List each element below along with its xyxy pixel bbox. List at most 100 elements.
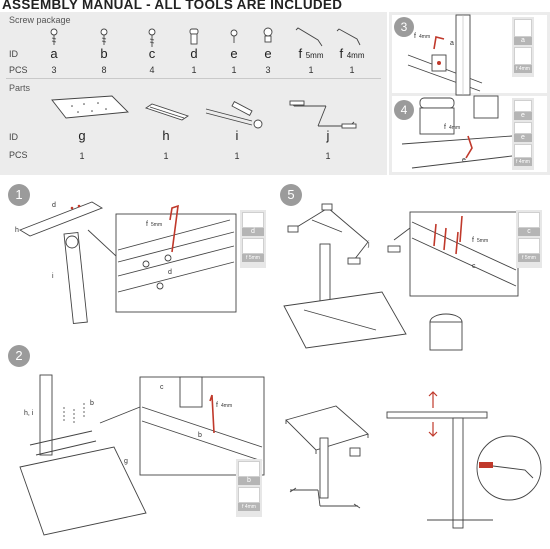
screw-e2-icon: [263, 27, 273, 43]
screw-id: e: [230, 46, 238, 61]
screw-id: f 5mm: [298, 46, 323, 61]
step-5-badge: 5: [280, 184, 302, 206]
screw-id: e: [264, 46, 272, 61]
step-1-badge: 1: [8, 184, 30, 206]
toolbox-allen-key-icon: [518, 238, 540, 254]
part-id: i: [235, 128, 239, 143]
toolbox-f-tag: f 5mm: [242, 254, 264, 262]
toolbox-screw-e-icon: [514, 100, 532, 112]
step-1-card: 1 d h i f 5mm d d f 5mm: [0, 180, 273, 340]
screw-id-size: 4mm: [346, 51, 365, 60]
step-2-drawing: h, i b g c f 4mm b: [19, 374, 265, 536]
toolbox-e-tag: e: [514, 112, 532, 120]
toolbox-allen-key-icon: [238, 487, 260, 503]
screw-pcs: 3: [265, 65, 271, 75]
toolbox-allen-key-icon: [514, 47, 532, 65]
height-adjust-card: [383, 378, 550, 549]
step-5-drawing: j f 5mm c: [283, 203, 519, 351]
part-id: h: [162, 128, 170, 143]
toolbox-d-tag: d: [242, 228, 264, 236]
base-frame-j-icon: [289, 100, 357, 129]
page-title: ASSEMBLY MANUAL - ALL TOOLS ARE INCLUDED: [2, 0, 343, 12]
step-3-f-label: f: [414, 33, 416, 40]
screw-a-icon: [50, 28, 58, 45]
screw-package-label: Screw package: [9, 15, 71, 25]
toolbox-f-tag: f 4mm: [238, 503, 260, 511]
step-5-c-label: c: [472, 263, 476, 270]
part-pcs: 1: [325, 151, 331, 161]
step-1-d-label: d: [52, 202, 56, 209]
screw-pcs: 1: [231, 65, 237, 75]
step-2-badge: 2: [8, 345, 30, 367]
step-4-drawing: f 4mm e: [401, 95, 513, 169]
step-3-card: 3 f 4mm a a f 4mm: [392, 14, 547, 96]
step-1-i-label: i: [52, 273, 54, 280]
step-2-g-label: g: [124, 458, 128, 465]
step-2-hi-label: h, i: [24, 410, 34, 417]
screw-id: f 4mm: [339, 46, 364, 61]
parts-list-panel: Screw package ID PCS a b c d e e f 5mm f…: [0, 12, 387, 175]
step-2-f-label: f: [216, 402, 218, 409]
step-2-f-size: 4mm: [221, 403, 232, 409]
step-4-toolbox: e e f 4mm: [512, 98, 534, 170]
screw-b-icon: [100, 28, 108, 45]
toolbox-allen-key-icon: [514, 144, 532, 158]
assembled-desk-drawing: [285, 405, 369, 509]
toolbox-f-tag: f 5mm: [518, 254, 540, 262]
toolbox-b-tag: b: [238, 477, 260, 485]
screw-d-icon: [189, 28, 199, 45]
toolbox-e2-tag: e: [514, 134, 532, 142]
toolbox-a-tag: a: [514, 37, 532, 45]
step-1-f-label: f: [146, 221, 148, 228]
screw-pcs: 1: [308, 65, 314, 75]
step-4-f-label: f: [444, 124, 446, 131]
screw-id-letter: f: [298, 46, 303, 61]
screw-pcs: 1: [191, 65, 197, 75]
step-1-drawing: d h i f 5mm d: [15, 201, 237, 325]
parts-label: Parts: [9, 83, 31, 93]
part-pcs: 1: [79, 151, 85, 161]
step-1-h-label: h: [15, 227, 19, 234]
rail-h-icon: [144, 103, 190, 121]
step-4-badge: 4: [394, 100, 414, 120]
parts-drawings: [51, 95, 357, 129]
step-5-f-size: 5mm: [477, 238, 488, 244]
screw-pcs: 3: [51, 65, 57, 75]
step-3-toolbox: a f 4mm: [512, 17, 534, 77]
screw-id-size: 5mm: [305, 51, 324, 60]
part-pcs: 1: [234, 151, 240, 161]
step-4-e-label: e: [462, 157, 466, 164]
screw-id: b: [100, 46, 108, 61]
toolbox-screw-c-icon: [518, 212, 540, 228]
step-5-j-label: j: [367, 241, 370, 248]
screw-pcs: 1: [349, 65, 355, 75]
step-5-f-label: f: [472, 237, 474, 244]
screw-id: c: [148, 46, 156, 61]
step-3-f-size: 4mm: [419, 34, 430, 40]
screw-pcs: 4: [149, 65, 155, 75]
step-3-a-label: a: [450, 40, 454, 47]
step-4-f-size: 4mm: [449, 125, 460, 131]
step-1-f-size: 5mm: [151, 222, 162, 228]
allen-key-4mm-icon: [336, 28, 361, 46]
screw-id: d: [190, 46, 198, 61]
parts-pcs-label: PCS: [9, 150, 28, 160]
toolbox-f-tag: f 4mm: [514, 158, 532, 166]
screw-pcs-label: PCS: [9, 65, 28, 75]
step-1-d2-label: d: [168, 269, 172, 276]
tabletop-g-icon: [51, 95, 129, 119]
screw-icons: [50, 27, 361, 47]
parts-id-label: ID: [9, 132, 18, 142]
step-2-b-label: b: [90, 400, 94, 407]
step-5-toolbox: c f 5mm: [516, 210, 542, 268]
toolbox-screw-d-icon: [242, 212, 264, 228]
step-1-toolbox: d f 5mm: [240, 210, 266, 268]
part-id: g: [78, 128, 86, 143]
toolbox-f-tag: f 4mm: [514, 65, 532, 73]
screw-pcs: 8: [101, 65, 107, 75]
toolbox-screw-e2-icon: [514, 122, 532, 134]
screw-c-icon: [148, 28, 156, 47]
allen-key-5mm-icon: [295, 27, 323, 47]
column-i-icon: [205, 100, 263, 129]
screw-e-icon: [230, 29, 238, 43]
